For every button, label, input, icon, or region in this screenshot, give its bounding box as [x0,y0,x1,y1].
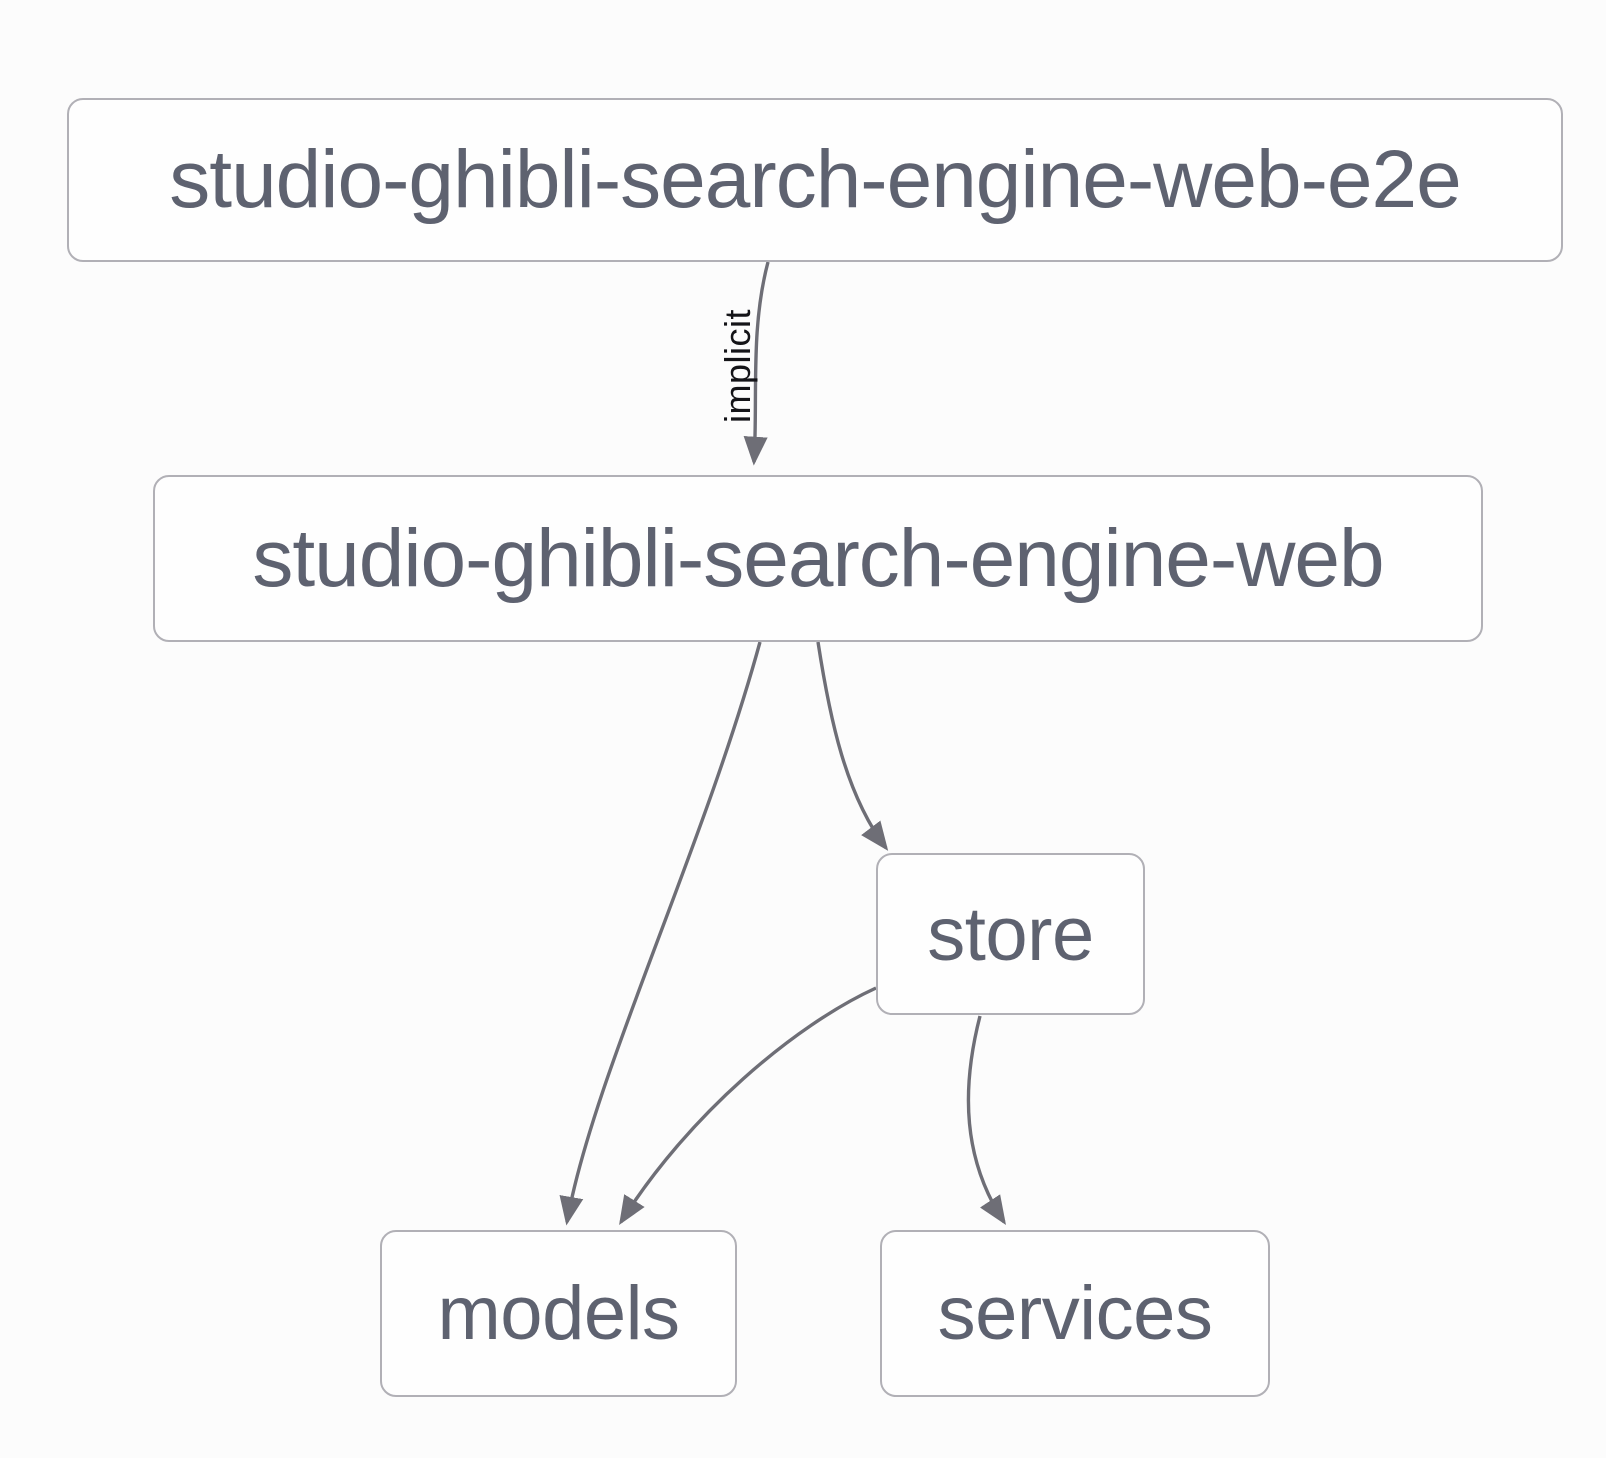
edge-store-to-models[interactable] [619,986,877,1226]
edge-label-implicit: implicit [717,308,758,424]
node-store[interactable]: store [876,853,1145,1015]
node-studio-ghibli-search-engine-web[interactable]: studio-ghibli-search-engine-web [153,475,1483,642]
node-services[interactable]: services [880,1230,1270,1397]
edge-store-to-services[interactable] [966,1015,1006,1226]
edge-web-e2e-to-web[interactable] [743,261,770,466]
node-label: models [437,1271,681,1356]
node-label: studio-ghibli-search-engine-web [252,512,1384,604]
node-label: services [937,1271,1213,1356]
node-label: store [927,891,1094,977]
node-models[interactable]: models [380,1230,737,1397]
edge-web-to-store[interactable] [816,641,889,851]
node-label: studio-ghibli-search-engine-web-e2e [169,134,1461,225]
node-studio-ghibli-search-engine-web-e2e[interactable]: studio-ghibli-search-engine-web-e2e [67,98,1563,262]
edge-web-to-models[interactable] [559,641,762,1226]
